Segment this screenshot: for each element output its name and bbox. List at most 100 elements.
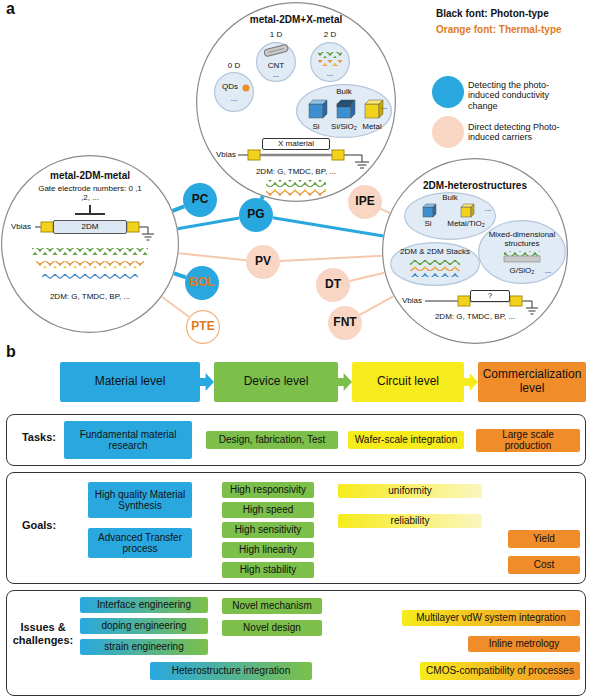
node-text: metal-2DM+X-metal: [236, 14, 356, 26]
outline: [391, 243, 480, 286]
text-holder: Commercialization level: [478, 362, 586, 402]
row-panel: Issues & challenges:Interface engineerin…: [6, 590, 586, 696]
node-text: G/SiO₂: [505, 266, 539, 275]
node-text: X material: [278, 139, 314, 148]
goal-bar: reliability: [338, 514, 482, 528]
node-text: ...: [227, 94, 241, 103]
device-schematic: [260, 154, 332, 157]
text-holder: reliability: [338, 514, 482, 528]
outline: [297, 85, 392, 138]
connector-line: [381, 209, 391, 213]
mechanism-circle: DT: [316, 268, 350, 302]
node-text: High linearity: [239, 544, 297, 556]
device-box: ?: [470, 290, 510, 302]
bulk-cube: [309, 104, 323, 118]
issue-box: Multilayer vdW system integration: [402, 610, 580, 626]
node-text: High responsivity: [230, 484, 306, 496]
node-text: strain engineering: [104, 641, 184, 653]
connector-line: [338, 378, 344, 386]
task-box: Fundamental material research: [64, 421, 192, 459]
node-text: Large scale production: [479, 429, 577, 452]
device-box: 2DM: [53, 220, 127, 234]
device-schematic: [41, 222, 53, 232]
category-circle: metal-2DM-metal2DM: [1, 155, 179, 333]
material-list: 2DM: G, TMDC, BP, ...: [256, 167, 336, 176]
text-holder: PTE: [186, 310, 220, 344]
node-text: ...: [377, 102, 391, 111]
text-holder: Heterostructure integration: [150, 662, 312, 680]
text-holder: strain engineering: [80, 639, 208, 655]
text-holder: High speed: [222, 502, 314, 518]
node-text: PV: [255, 255, 271, 269]
node-text: Wafer-scale integration: [355, 434, 457, 446]
node-text: PG: [247, 208, 264, 222]
connector: [173, 206, 185, 211]
connector-line: [360, 296, 394, 315]
text-holder: Multilayer vdW system integration: [402, 610, 580, 626]
issue-box: Novel mechanism: [222, 598, 322, 614]
outline: [405, 193, 496, 240]
text-holder: PC: [183, 183, 217, 217]
node-text: Circuit level: [377, 375, 439, 389]
device-box: X material: [262, 138, 330, 150]
node-text: Commercialization level: [481, 368, 583, 396]
connector: [464, 373, 478, 391]
node-text: ...: [481, 204, 495, 213]
node-text: Material level: [95, 375, 166, 389]
node-text: 2DM: [82, 222, 99, 231]
outline: [1, 155, 179, 333]
mechanism-circle: FNT: [328, 306, 362, 340]
lattice: [318, 52, 342, 58]
device-schematic: [458, 296, 470, 306]
text-holder: High responsivity: [222, 482, 314, 498]
level-box: Commercialization level: [478, 362, 586, 402]
connector: [179, 253, 247, 260]
node-text: Si: [418, 219, 438, 228]
node-text: Metal/TiO₂: [443, 219, 489, 228]
node-text: 2 D: [315, 30, 345, 39]
device-schematic: [145, 237, 152, 238]
connector: [338, 373, 352, 391]
node-text: Novel mechanism: [232, 600, 311, 612]
level-box: Material level: [60, 362, 200, 402]
text-holder: High sensitivity: [222, 522, 314, 538]
outline: [214, 72, 254, 112]
text-holder: Fundamental material research: [64, 421, 192, 459]
connector-line: [173, 206, 185, 211]
outline: [311, 43, 350, 82]
node-text: 2DM & 2DM Stacks: [392, 247, 478, 256]
goal-box: High linearity: [222, 542, 314, 558]
material-bubble: 1 DCNT...: [256, 42, 296, 82]
text-holder: Design, fabrication, Test: [206, 431, 338, 449]
bulk-cube: [461, 207, 471, 217]
outline: [215, 73, 254, 112]
legend-note: Orange font: Thermal-type: [436, 24, 562, 36]
text-holder: CMOS-compatibility of processes: [420, 662, 580, 680]
device-schematic: [75, 213, 105, 215]
lattice: [318, 60, 342, 66]
lattice: [266, 189, 326, 196]
text-holder: uniformity: [338, 484, 482, 498]
text-holder: DT: [316, 268, 350, 302]
device-schematic: [89, 205, 91, 214]
connector-line: [350, 273, 385, 281]
text-holder: Circuit level: [352, 362, 464, 402]
lattice: [42, 274, 138, 280]
goal-box: Advanced Transfer process: [88, 528, 192, 558]
node-text: FNT: [333, 316, 356, 330]
node-text: 2DM-heterostructures: [405, 180, 545, 192]
connector: [162, 297, 190, 317]
connector: [261, 196, 263, 199]
goal-box: Yield: [508, 530, 580, 548]
goal-box: High speed: [222, 502, 314, 518]
device-schematic: [360, 168, 364, 169]
node-text: ...: [269, 70, 283, 79]
node-text: doping engineering: [101, 620, 186, 632]
node-text: Yield: [533, 533, 555, 545]
outline: [239, 198, 273, 232]
outline: [348, 185, 382, 219]
issue-box: CMOS-compatibility of processes: [420, 662, 580, 680]
device-schematic: [532, 301, 533, 308]
material-bubble: 0 DQDs...: [214, 72, 254, 112]
